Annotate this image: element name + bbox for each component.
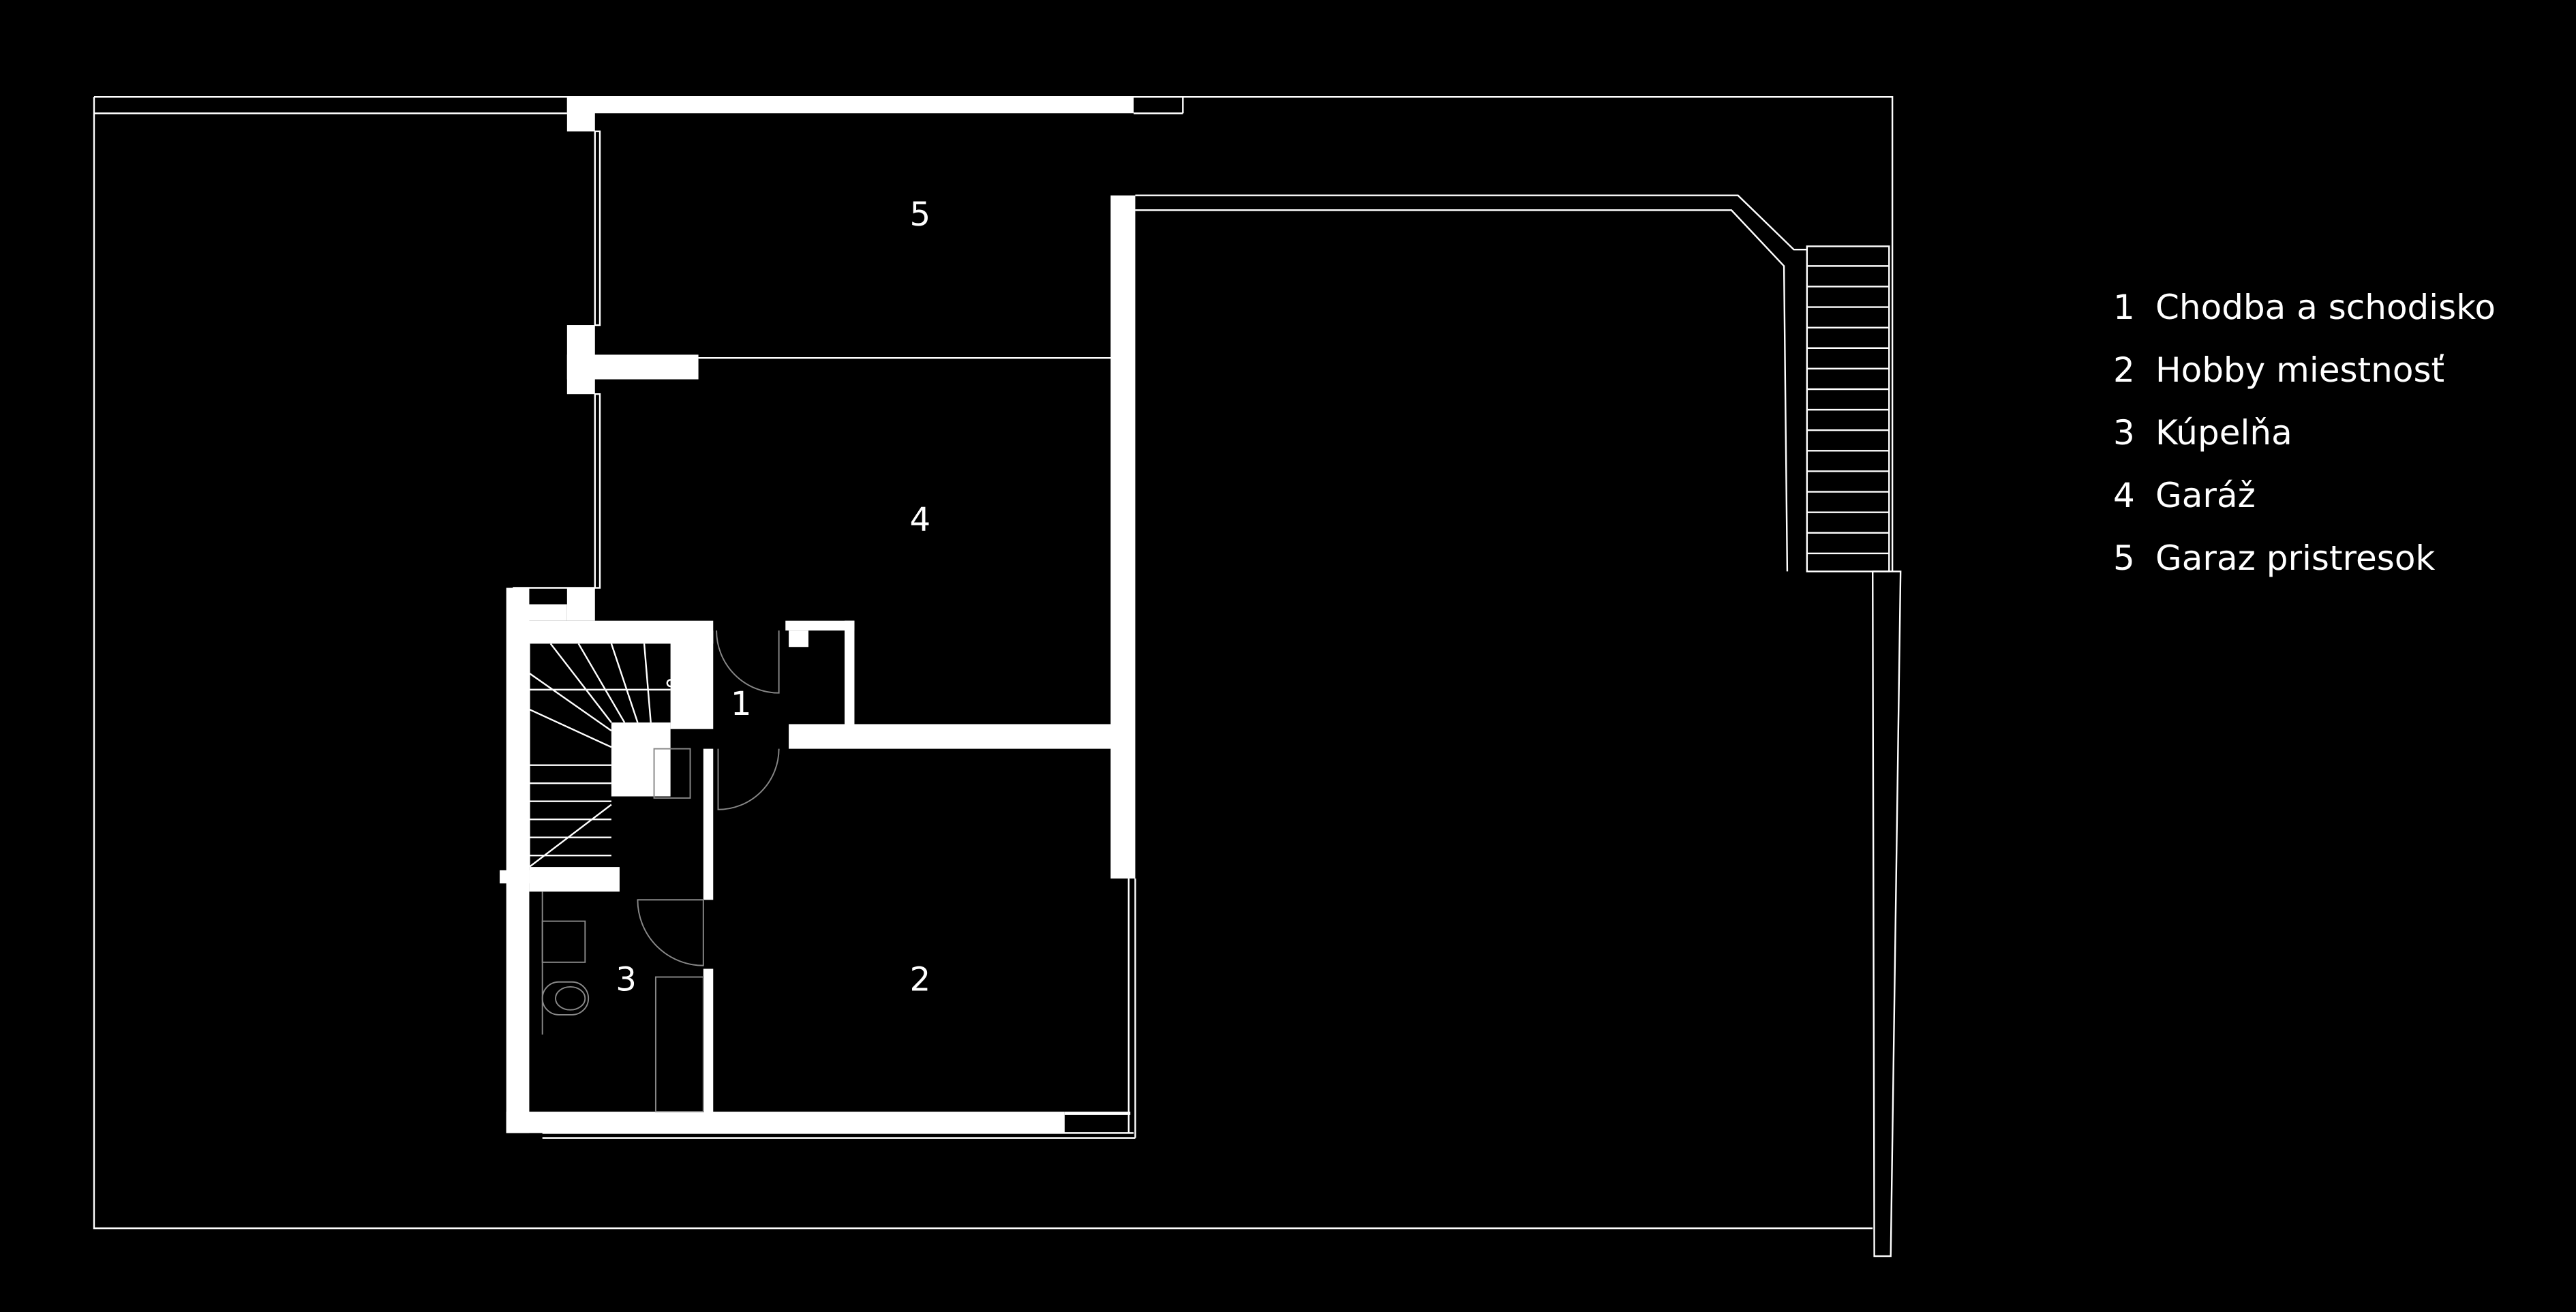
legend-name: Chodba a schodisko [2155, 288, 2496, 327]
legend-name: Hobby miestnosť [2155, 350, 2445, 390]
legend-name: Kúpelňa [2155, 413, 2292, 453]
room-label-5: 5 [909, 196, 930, 234]
interior-stairs [528, 643, 675, 868]
legend-number: 3 [2113, 413, 2135, 453]
room-legend: 1 Chodba a schodisko 2 Hobby miestnosť 3 Kú… [2113, 276, 2496, 590]
legend-name: Garaz pristresok [2155, 538, 2436, 578]
legend-number: 5 [2113, 538, 2135, 578]
legend-item: 3 Kúpelňa [2113, 401, 2496, 464]
terrace-outline [1135, 194, 1890, 573]
legend-item: 2 Hobby miestnosť [2113, 339, 2496, 401]
legend-number: 1 [2113, 288, 2135, 327]
walls [500, 97, 1136, 1139]
legend-name: Garáž [2155, 476, 2256, 515]
room-label-4: 4 [909, 501, 930, 539]
legend-item: 1 Chodba a schodisko [2113, 276, 2496, 339]
room-label-3: 3 [616, 961, 637, 999]
legend-number: 2 [2113, 350, 2135, 390]
room-label-2: 2 [909, 961, 930, 999]
plot-boundary [93, 95, 1902, 1257]
doors [637, 630, 780, 966]
legend-number: 4 [2113, 476, 2135, 515]
exterior-stairs [1806, 265, 1890, 555]
legend-item: 4 Garáž [2113, 464, 2496, 527]
room-label-1: 1 [731, 685, 752, 723]
legend-item: 5 Garaz pristresok [2113, 527, 2496, 590]
bathroom-fixtures [541, 748, 704, 1113]
